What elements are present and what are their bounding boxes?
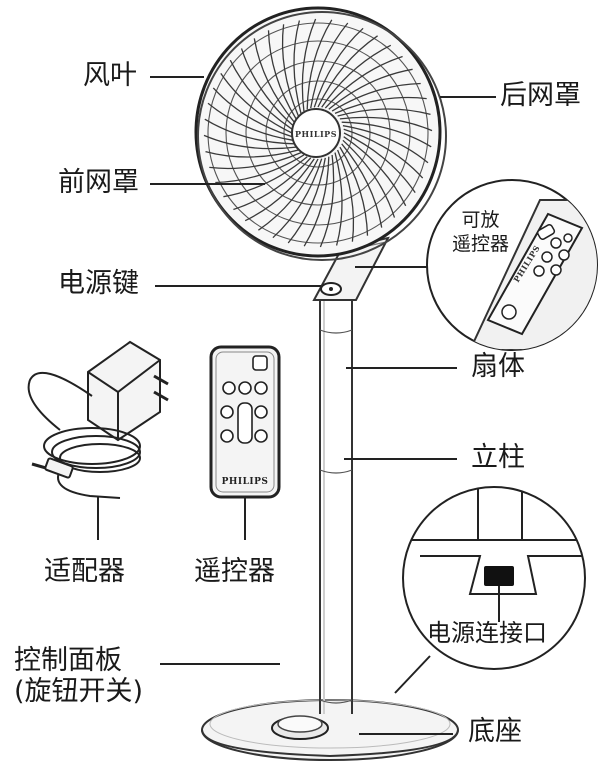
label-adapter: 适配器 <box>44 556 125 587</box>
remote-control: PHILIPS <box>211 347 279 497</box>
label-remote-storage: 可放 遥控器 <box>452 209 509 257</box>
label-fan-blade: 风叶 <box>83 60 137 91</box>
label-power-key: 电源键 <box>58 268 139 299</box>
fan-base <box>202 700 458 760</box>
hub-brand-text: PHILIPS <box>295 129 337 139</box>
power-key[interactable] <box>321 283 341 295</box>
label-front-grille: 前网罩 <box>58 167 139 198</box>
remote-brand-text: PHILIPS <box>222 477 269 487</box>
label-remote: 遥控器 <box>194 556 275 587</box>
fan-hub: PHILIPS <box>292 109 340 157</box>
power-adapter <box>29 342 168 498</box>
fan-column <box>320 300 352 714</box>
control-knob[interactable] <box>272 716 328 739</box>
label-power-port: 电源连接口 <box>427 620 547 648</box>
label-base: 底座 <box>468 716 522 747</box>
label-rear-grille: 后网罩 <box>500 80 581 111</box>
remote-storage-inset: PHILIPS <box>427 180 600 350</box>
label-column: 立柱 <box>471 442 525 473</box>
label-control-panel: 控制面板 (旋钮开关) <box>14 645 143 707</box>
label-fan-body: 扇体 <box>471 351 525 382</box>
